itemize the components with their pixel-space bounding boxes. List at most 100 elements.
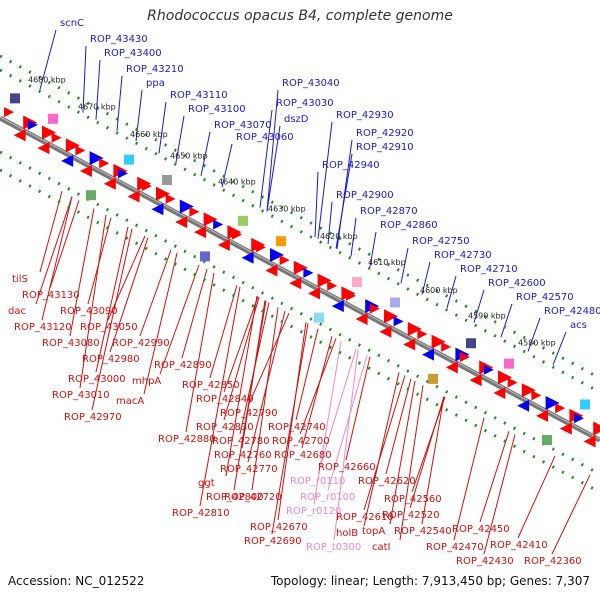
- leader-line-top: [266, 89, 279, 212]
- gene-label-rop-42860: ROP_42860: [380, 220, 438, 231]
- gene-label-rop-42480: ROP_42480: [544, 306, 600, 317]
- leader-line-bottom: [551, 474, 591, 555]
- leader-line-bottom: [385, 378, 412, 475]
- gene-label-rop-42780: ROP_42780: [212, 436, 270, 447]
- gene-block: [352, 277, 362, 288]
- leader-line-top: [400, 247, 409, 284]
- tick-label: 4630 kbp: [268, 204, 306, 213]
- gene-arrow: [99, 158, 110, 169]
- gene-label-rop-42800: ROP_42800: [206, 492, 264, 503]
- leader-line-bottom: [91, 228, 133, 411]
- gene-label-rop-42430: ROP_42430: [456, 556, 514, 567]
- gene-label-rop-43110: ROP_43110: [170, 90, 228, 101]
- leader-line-bottom: [41, 196, 73, 321]
- gene-label-rop-42810: ROP_42810: [172, 508, 230, 519]
- gene-arrow: [308, 287, 320, 300]
- gene-arrow: [403, 338, 416, 351]
- gene-arrow: [384, 309, 398, 324]
- gene-arrow: [303, 267, 314, 278]
- gene-label-tils: tilS: [12, 274, 28, 285]
- gene-arrow: [531, 390, 542, 401]
- gene-label-rop-42470: ROP_42470: [426, 542, 484, 553]
- tick-label: 4650 kbp: [170, 152, 208, 161]
- gene-arrow: [156, 186, 170, 201]
- leader-line-top: [266, 125, 281, 212]
- gene-arrow: [346, 290, 356, 301]
- gene-arrow: [42, 125, 56, 140]
- gene-arrow: [574, 413, 584, 424]
- gene-block: [86, 190, 96, 201]
- tick-label: 4670 kbp: [78, 102, 116, 111]
- leader-line-bottom: [79, 214, 107, 389]
- gene-label-rop-42910: ROP_42910: [356, 142, 414, 153]
- leader-line-top: [369, 231, 377, 267]
- gene-label-rop-42540: ROP_42540: [394, 526, 452, 537]
- gene-arrow: [417, 329, 428, 340]
- leader-line-top: [135, 89, 143, 142]
- gene-label-rop-42880: ROP_42880: [158, 434, 216, 445]
- leader-line-bottom: [199, 286, 241, 507]
- gene-label-rop-42720: ROP_42720: [224, 492, 282, 503]
- gene-arrow: [217, 238, 230, 251]
- gene-arrow: [165, 193, 176, 204]
- gene-label-rop-42670: ROP_42670: [250, 522, 308, 533]
- leader-line-top: [335, 153, 353, 249]
- page-title: Rhodococcus opacus B4, complete genome: [147, 8, 453, 24]
- leader-line-top: [95, 59, 101, 120]
- leader-line-bottom: [317, 349, 357, 475]
- leader-line-top: [500, 303, 513, 338]
- gene-arrow: [536, 409, 548, 422]
- gene-label-rop-43000: ROP_43000: [68, 374, 126, 385]
- gene-arrow: [27, 119, 38, 130]
- gene-arrow: [369, 303, 380, 314]
- gene-arrow: [213, 219, 224, 230]
- gene-label-rop-43030: ROP_43030: [276, 98, 334, 109]
- gene-label-rop-42770: ROP_42770: [220, 464, 278, 475]
- gene-labels: scnCROP_43430ROP_43400ROP_43210ppaROP_43…: [8, 18, 600, 567]
- leader-line-bottom: [139, 249, 172, 337]
- leader-line-bottom: [363, 375, 406, 511]
- gene-block: [200, 251, 210, 262]
- leader-line-bottom: [69, 208, 95, 337]
- leader-line-bottom: [313, 341, 342, 505]
- gene-arrow: [507, 377, 518, 388]
- topology-text: Topology: linear; Length: 7,913,450 bp; …: [270, 574, 590, 588]
- leader-line-bottom: [453, 417, 485, 541]
- leader-line-bottom: [389, 380, 416, 525]
- gene-arrow: [279, 255, 290, 266]
- gene-label-rop-42680: ROP_42680: [274, 450, 332, 461]
- gene-label-rop-42700: ROP_42700: [272, 436, 330, 447]
- gene-label-rop-42710: ROP_42710: [460, 264, 518, 275]
- leader-line-bottom: [271, 323, 309, 535]
- gene-label-rop-42410: ROP_42410: [490, 540, 548, 551]
- gene-label-ppa: ppa: [146, 78, 165, 89]
- gene-arrow: [127, 190, 140, 203]
- gene-label-rop-42900: ROP_42900: [336, 190, 394, 201]
- leader-line-bottom: [301, 336, 333, 449]
- leader-line-bottom: [159, 264, 200, 375]
- gene-label-rop-42360: ROP_42360: [524, 556, 582, 567]
- gene-block: [276, 236, 286, 247]
- gene-label-rop-t0300: ROP_t0300: [306, 542, 361, 553]
- gene-label-mhpa: mhpA: [132, 376, 161, 387]
- tick-label: 4620 kbp: [320, 232, 358, 241]
- gene-label-rop-42930: ROP_42930: [336, 110, 394, 121]
- leader-line-top: [314, 171, 319, 238]
- gene-label-rop-42870: ROP_42870: [360, 206, 418, 217]
- gene-label-rop-42760: ROP_42760: [214, 450, 272, 461]
- leader-line-bottom: [223, 296, 259, 393]
- gene-arrow: [331, 300, 344, 313]
- gene-arrow: [593, 421, 600, 436]
- gene-arrow: [469, 374, 482, 387]
- tick-label: 4680 kbp: [28, 75, 66, 84]
- gene-arrow: [517, 399, 530, 412]
- leader-line-bottom: [143, 252, 178, 395]
- gene-label-rop-42600: ROP_42600: [488, 278, 546, 289]
- gene-arrow: [175, 216, 188, 229]
- leader-line-bottom: [35, 196, 73, 305]
- gene-arrow: [317, 273, 332, 288]
- gene-label-rop-43100: ROP_43100: [188, 104, 246, 115]
- leader-line-top: [421, 261, 431, 295]
- tick-label: 4610 kbp: [368, 258, 406, 267]
- gene-label-rop-43010: ROP_43010: [52, 390, 110, 401]
